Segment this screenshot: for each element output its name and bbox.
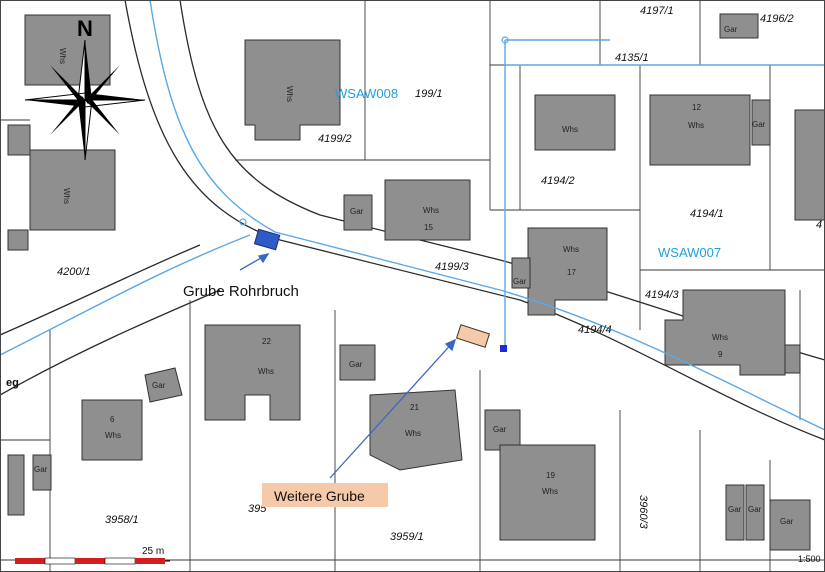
building-label: Gar — [34, 465, 48, 474]
building-labels: Whs Whs 15 Gar Whs Whs 12 Gar Whs 17 Gar… — [34, 25, 794, 526]
garage-right-top — [751, 99, 771, 146]
parcel-label: 3960/3 — [637, 495, 649, 530]
callout-label-weitere[interactable]: Weitere Grube — [274, 488, 365, 504]
parcel-numbers: 4199/2 199/1 4199/3 4200/1 4194/2 4194/1… — [57, 5, 822, 543]
building-label: Whs — [712, 333, 728, 342]
parcel-label: 4194/1 — [690, 208, 724, 220]
building-19 — [499, 444, 596, 541]
scale-label: 25 m — [142, 546, 164, 557]
building-left-mid — [7, 229, 29, 251]
parcel-label: 4194/3 — [645, 289, 680, 301]
garage-left-street — [144, 367, 183, 403]
building-6 — [81, 399, 143, 461]
building-label: 19 — [546, 471, 555, 480]
garage-15 — [343, 194, 373, 231]
parcel-label: 4197/1 — [640, 5, 674, 17]
water-pipes — [0, 0, 825, 431]
building-label: 21 — [410, 403, 419, 412]
building-label: 9 — [718, 350, 723, 359]
garage-17 — [511, 257, 531, 289]
parcel-label: 4 — [816, 219, 822, 231]
pit-rohrbruch-marker[interactable] — [253, 228, 281, 251]
building-label: Gar — [350, 207, 364, 216]
parcel-label: 4196/2 — [760, 13, 794, 25]
building-right-edge — [794, 109, 825, 221]
building-top-corner — [719, 13, 759, 39]
garage-6 — [32, 454, 52, 491]
callout-arrows — [239, 253, 457, 479]
north-label: N — [77, 16, 93, 41]
garage-br3 — [769, 499, 811, 551]
parcel-label: 4199/2 — [318, 133, 352, 145]
parcel-label: 3958/1 — [105, 514, 139, 526]
parcel-label: 3959/1 — [390, 531, 424, 543]
callout-label-rohrbruch[interactable]: Grube Rohrbruch — [183, 283, 299, 300]
parcel-label: 199/1 — [415, 88, 443, 100]
building-9 — [664, 289, 786, 376]
street-name-label: eg — [6, 377, 19, 389]
building-label: Whs — [423, 206, 439, 215]
building-top-left — [24, 14, 111, 86]
buildings — [7, 13, 825, 551]
parcel-label: 4200/1 — [57, 266, 91, 278]
building-label: Gar — [349, 360, 363, 369]
valve-marker — [500, 345, 507, 352]
building-label: 17 — [567, 268, 576, 277]
building-right-12 — [649, 94, 751, 166]
garage-9 — [784, 344, 801, 374]
building-top-right-9 — [534, 94, 616, 151]
building-label: 6 — [110, 415, 115, 424]
building-15 — [384, 179, 471, 241]
building-label: Whs — [542, 487, 558, 496]
valve-node — [239, 218, 247, 226]
building-label: Whs — [258, 367, 274, 376]
parcel-label: 4135/1 — [615, 52, 649, 64]
building-12 — [244, 39, 341, 141]
building-label: Gar — [152, 381, 166, 390]
scale-bar — [15, 557, 170, 565]
building-far-left — [7, 454, 25, 516]
building-label: 15 — [424, 223, 433, 232]
callout-box-weitere — [262, 483, 388, 507]
building-21 — [369, 389, 463, 471]
building-left-22 — [29, 149, 116, 231]
building-label: Whs — [405, 429, 421, 438]
valve-node — [501, 36, 509, 44]
building-label: Whs — [285, 86, 294, 102]
parcel-label: 4194/4 — [578, 324, 612, 336]
building-label: Whs — [562, 125, 578, 134]
building-label: 12 — [692, 103, 701, 112]
building-label: Gar — [752, 120, 766, 129]
garage-22 — [339, 344, 376, 381]
garage-br2 — [745, 484, 765, 541]
building-label: Gar — [728, 505, 742, 514]
north-arrow-icon — [24, 39, 146, 161]
garage-left — [7, 124, 31, 156]
building-label: Gar — [493, 425, 507, 434]
building-label: Gar — [724, 25, 738, 34]
pit-weitere-marker[interactable] — [455, 324, 491, 348]
building-17 — [527, 227, 608, 316]
building-22 — [204, 324, 301, 421]
building-label: Whs — [688, 121, 704, 130]
parcel-label: 4194/2 — [541, 175, 575, 187]
building-label: Whs — [105, 431, 121, 440]
station-label-wsaw007[interactable]: WSAW007 — [658, 245, 721, 260]
building-label: Whs — [58, 48, 67, 64]
building-label: Gar — [513, 277, 527, 286]
building-label: Whs — [62, 188, 71, 204]
building-label: 22 — [262, 337, 271, 346]
parcel-label: 4199/3 — [435, 261, 470, 273]
garage-br1 — [725, 484, 745, 541]
station-label-wsaw008[interactable]: WSAW008 — [335, 86, 398, 101]
building-label: Gar — [780, 517, 794, 526]
building-label: Whs — [563, 245, 579, 254]
building-label: Gar — [748, 505, 762, 514]
scale-ratio: 1:500 — [798, 554, 821, 564]
